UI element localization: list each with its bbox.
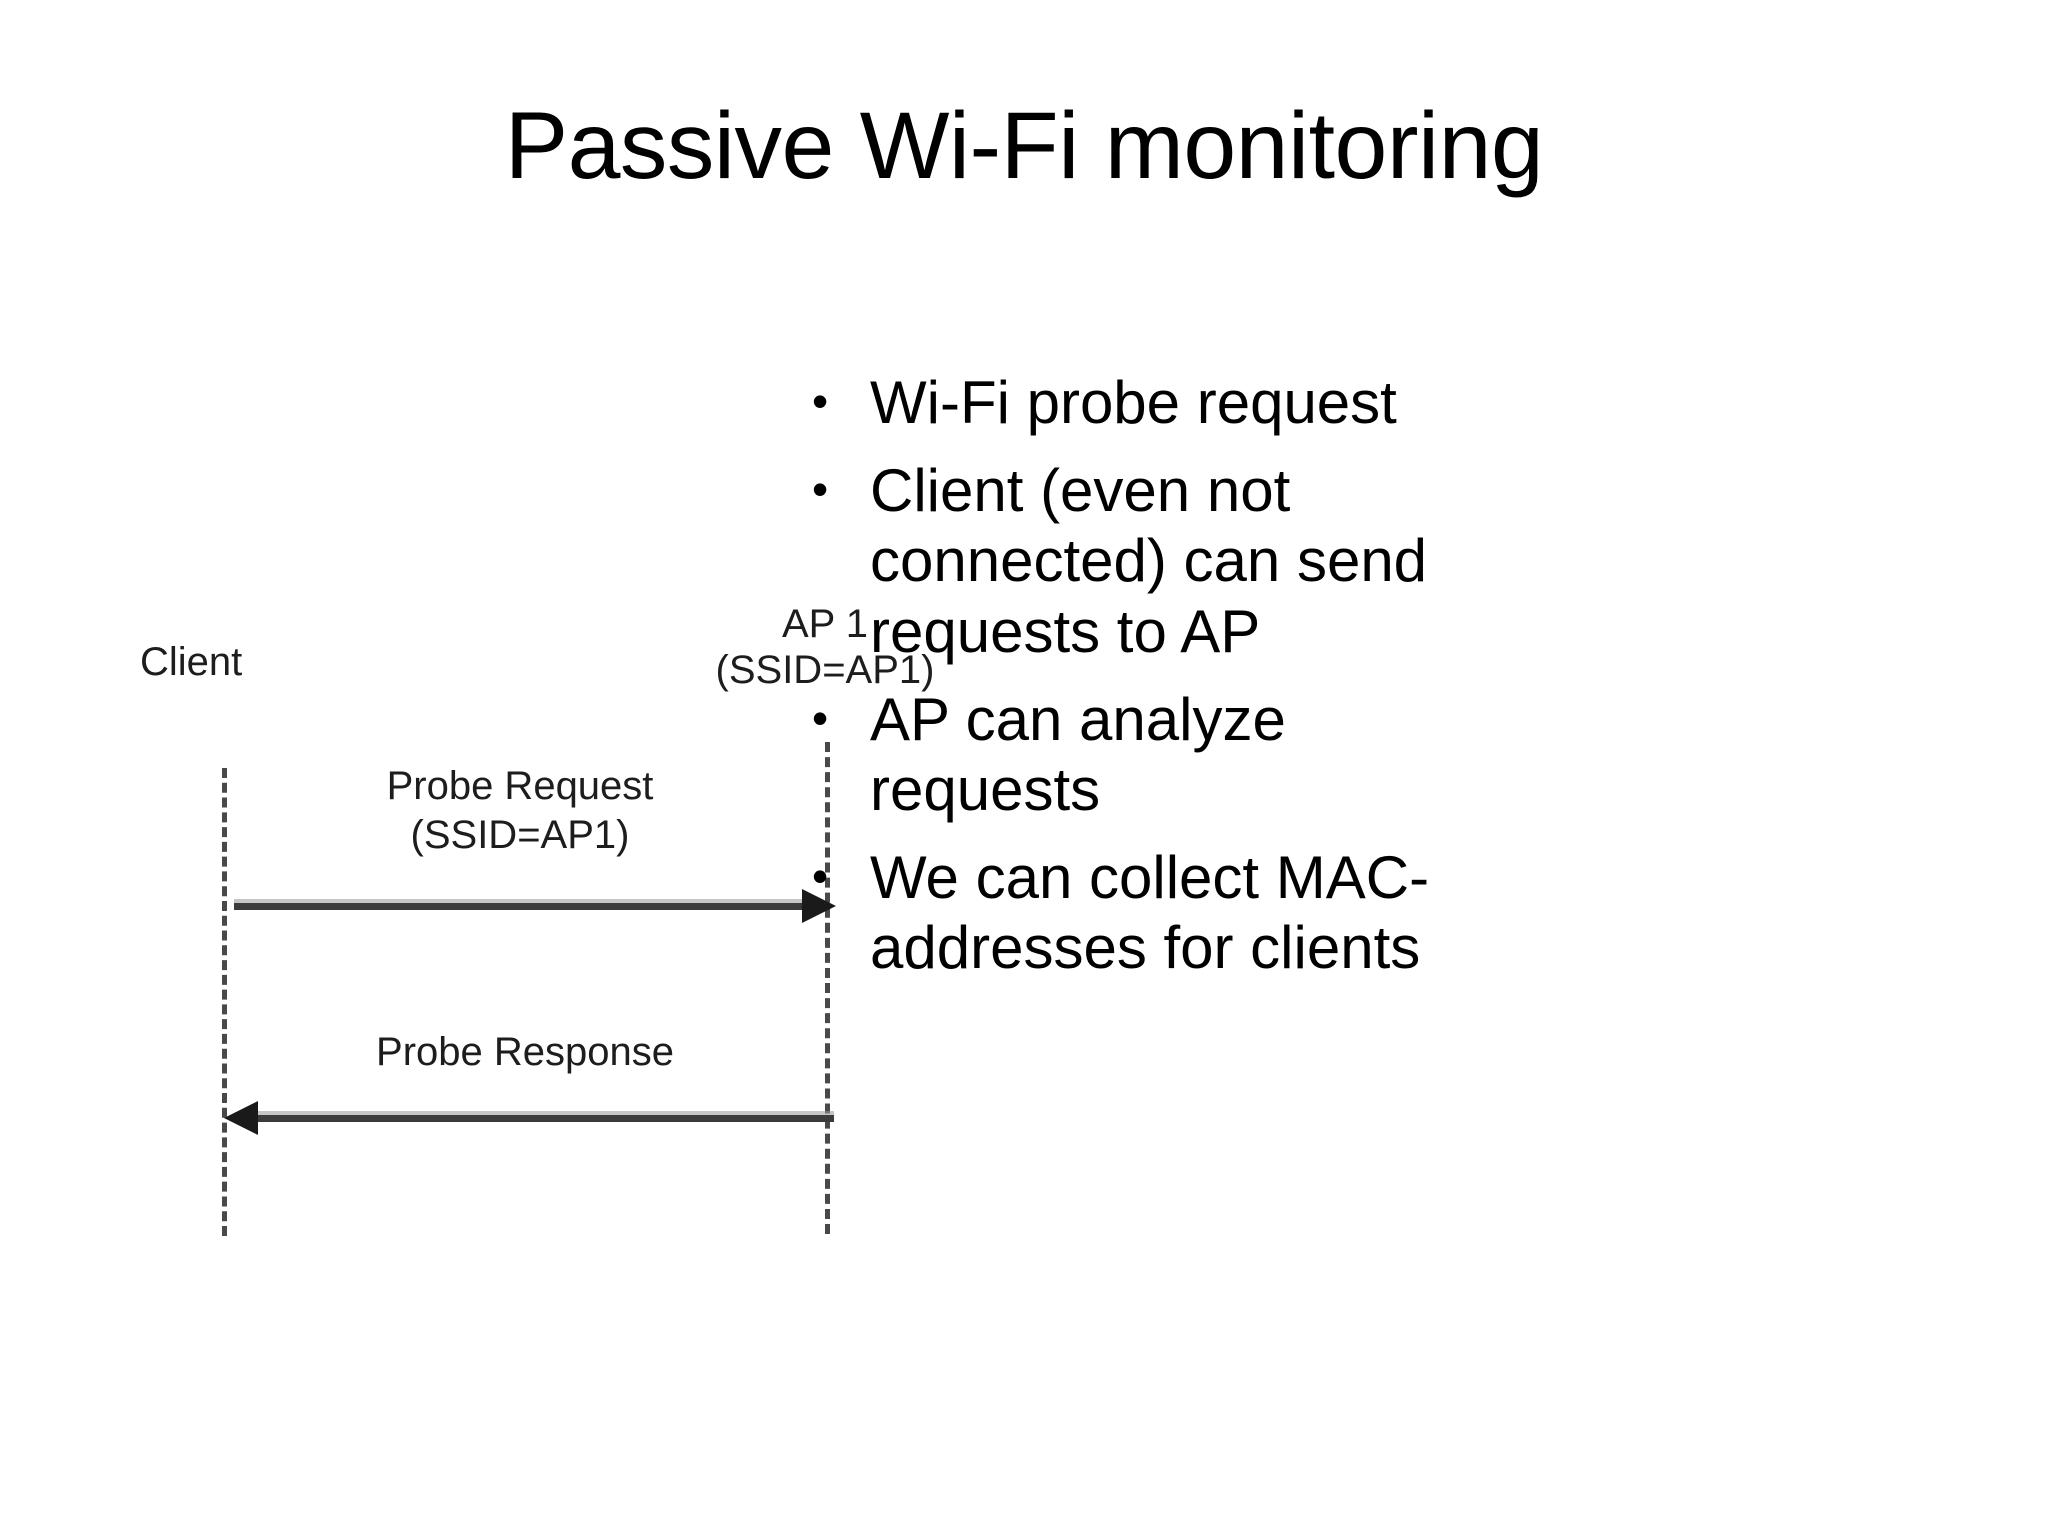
lifeline-client [222,768,227,1236]
bullet-marker-icon: • [812,375,829,427]
actor-label-ap1: AP 1 (SSID=AP1) [675,602,975,693]
bullet-marker-icon: • [812,463,829,516]
message-line [252,1115,834,1122]
arrowhead-left-icon [224,1101,258,1135]
list-item: • Client (even not connected) can send r… [800,456,1460,667]
probe-request-ssid: (SSID=AP1) [410,812,630,857]
actor-ap1-name: AP 1 [782,602,868,646]
bullet-marker-icon: • [812,850,829,903]
list-item-text: We can collect MAC-addresses for clients [870,844,1430,982]
bullet-marker-icon: • [812,691,829,744]
bullet-list: • Wi-Fi probe request • Client (even not… [800,368,1460,984]
list-item: • AP can analyze requests [800,685,1460,825]
message-label-probe-response: Probe Response [280,1028,770,1077]
message-label-probe-request: Probe Request (SSID=AP1) [270,762,770,860]
list-item: • We can collect MAC-addresses for clien… [800,843,1460,983]
probe-request-title: Probe Request [386,764,654,808]
actor-label-client: Client [140,640,243,684]
message-line [234,903,806,910]
list-item: • Wi-Fi probe request [800,368,1460,438]
list-item-text: AP can analyze requests [870,685,1286,823]
actor-ap1-ssid: (SSID=AP1) [715,647,935,692]
page-title: Passive Wi-Fi monitoring [504,93,1544,199]
arrowhead-right-icon [802,889,836,923]
list-item-text: Client (even not connected) can send req… [870,457,1428,665]
lifeline-ap1 [825,742,830,1234]
list-item-text: Wi-Fi probe request [870,369,1397,436]
sequence-diagram: Client AP 1 (SSID=AP1) Probe Request (SS… [130,580,934,1260]
probe-response-title: Probe Response [376,1030,674,1074]
